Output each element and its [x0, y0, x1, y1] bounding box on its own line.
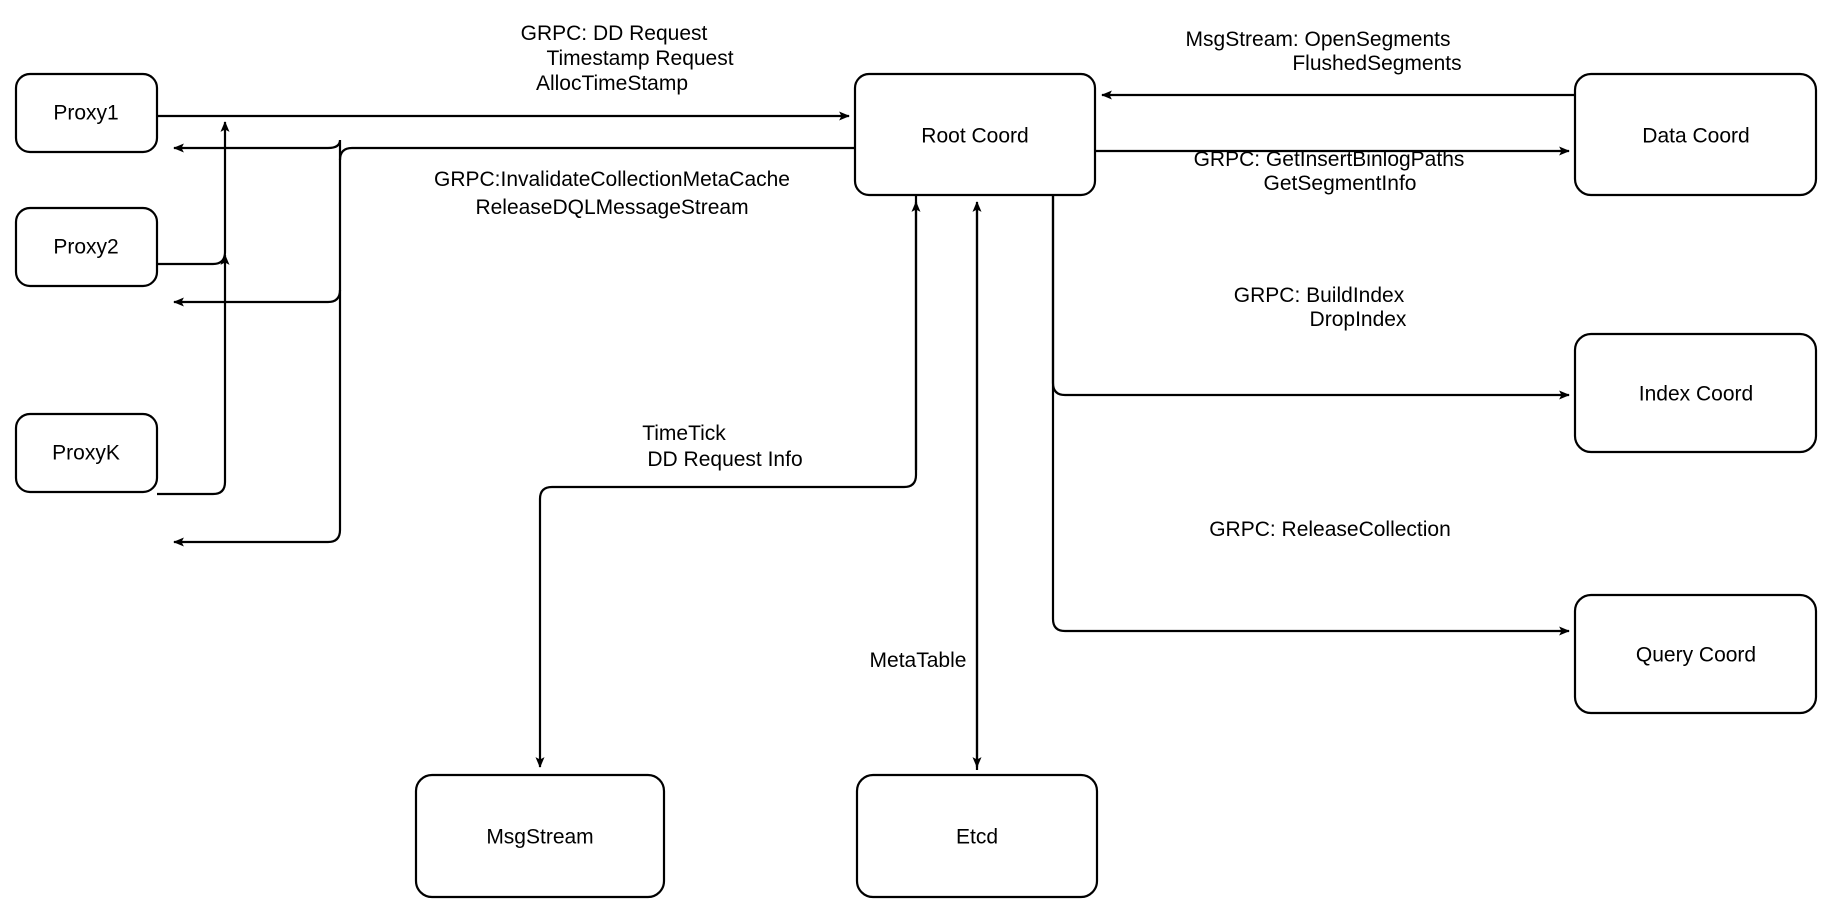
edge-proxy-to-rootcoord: GRPC: DD Request Timestamp Request Alloc… — [157, 22, 850, 121]
node-label-rootcoord: Root Coord — [921, 125, 1028, 148]
node-box-etcd[interactable] — [855, 773, 1099, 899]
edge-line-rootcoord-to-msgstream — [535, 195, 918, 768]
node-label-msgstream: MsgStream — [486, 826, 593, 849]
node-box-datacoord[interactable] — [1573, 72, 1818, 197]
edge-label-proxy-to-rootcoord-line3: AllocTimeStamp — [536, 72, 688, 95]
edge-label-rootcoord-to-querycoord-line1: GRPC: ReleaseCollection — [1209, 518, 1451, 541]
node-indexcoord[interactable]: Index Coord — [1573, 332, 1818, 454]
node-box-proxy2[interactable] — [14, 206, 159, 288]
edge-proxy2-to-trunk — [157, 121, 230, 266]
node-label-datacoord: Data Coord — [1642, 125, 1749, 148]
edge-rootcoord-to-proxies: GRPC:InvalidateCollectionMetaCache Relea… — [173, 139, 855, 547]
node-box-proxyk[interactable] — [14, 412, 159, 494]
edge-rootcoord-to-indexcoord: GRPC: BuildIndex DropIndex — [1051, 195, 1570, 400]
edge-label-datacoord-to-rootcoord-line1: MsgStream: OpenSegments — [1186, 28, 1451, 51]
edge-label-rootcoord-to-proxies-line2: ReleaseDQLMessageStream — [475, 196, 748, 219]
node-label-indexcoord: Index Coord — [1639, 383, 1753, 406]
node-rootcoord[interactable]: Root Coord — [853, 72, 1097, 197]
edge-label-rootcoord-to-indexcoord-line1: GRPC: BuildIndex — [1234, 284, 1405, 307]
edge-label-rootcoord-to-datacoord-line1: GRPC: GetInsertBinlogPaths — [1194, 148, 1465, 171]
node-box-rootcoord[interactable] — [853, 72, 1097, 197]
node-proxy1[interactable]: Proxy1 — [14, 72, 159, 154]
edge-line-rootcoord-to-querycoord — [1051, 195, 1570, 636]
edge-label-rootcoord-to-indexcoord-line2: DropIndex — [1310, 308, 1407, 331]
edge-label-rootcoord-to-msgstream-line1: TimeTick — [642, 422, 726, 445]
node-box-indexcoord[interactable] — [1573, 332, 1818, 454]
edge-rootcoord-to-datacoord: GRPC: GetInsertBinlogPaths GetSegmentInf… — [1095, 146, 1570, 195]
edge-rootcoord-to-querycoord: GRPC: ReleaseCollection — [1051, 195, 1570, 636]
node-box-msgstream[interactable] — [414, 773, 666, 899]
edge-rootcoord-to-etcd: MetaTable — [870, 201, 982, 770]
edge-label-datacoord-to-rootcoord-line2: FlushedSegments — [1292, 52, 1461, 75]
edge-datacoord-to-rootcoord: MsgStream: OpenSegments FlushedSegments — [1101, 28, 1575, 100]
node-label-proxy1: Proxy1 — [53, 102, 118, 125]
node-msgstream[interactable]: MsgStream — [414, 773, 666, 899]
node-label-proxyk: ProxyK — [52, 442, 120, 465]
node-label-etcd: Etcd — [956, 826, 998, 849]
node-etcd[interactable]: Etcd — [855, 773, 1099, 899]
edge-line-rootcoord-to-proxyk — [173, 146, 855, 547]
edge-line-proxy2-up — [157, 121, 230, 266]
edge-proxyk-to-trunk — [157, 254, 230, 496]
edge-line-rootcoord-to-proxy1 — [173, 139, 342, 160]
edge-label-proxy-to-rootcoord-line1: GRPC: DD Request — [521, 22, 708, 45]
node-datacoord[interactable]: Data Coord — [1573, 72, 1818, 197]
edge-rootcoord-to-msgstream: TimeTick DD Request Info — [535, 195, 918, 768]
node-box-proxy1[interactable] — [14, 72, 159, 154]
node-box-querycoord[interactable] — [1573, 593, 1818, 715]
node-label-querycoord: Query Coord — [1636, 644, 1756, 667]
edge-label-rootcoord-to-datacoord-line2: GetSegmentInfo — [1264, 172, 1417, 195]
edge-label-rootcoord-to-etcd-line1: MetaTable — [870, 649, 967, 672]
edge-label-proxy-to-rootcoord-line2: Timestamp Request — [546, 47, 733, 70]
edge-line-proxyk-up — [157, 254, 230, 496]
edge-label-rootcoord-to-proxies-line1: GRPC:InvalidateCollectionMetaCache — [434, 168, 790, 191]
node-proxyk[interactable]: ProxyK — [14, 412, 159, 494]
node-label-proxy2: Proxy2 — [53, 236, 118, 259]
node-querycoord[interactable]: Query Coord — [1573, 593, 1818, 715]
edge-label-rootcoord-to-msgstream-line2: DD Request Info — [647, 448, 802, 471]
edge-line-rootcoord-to-proxy2 — [173, 289, 342, 307]
node-proxy2[interactable]: Proxy2 — [14, 206, 159, 288]
